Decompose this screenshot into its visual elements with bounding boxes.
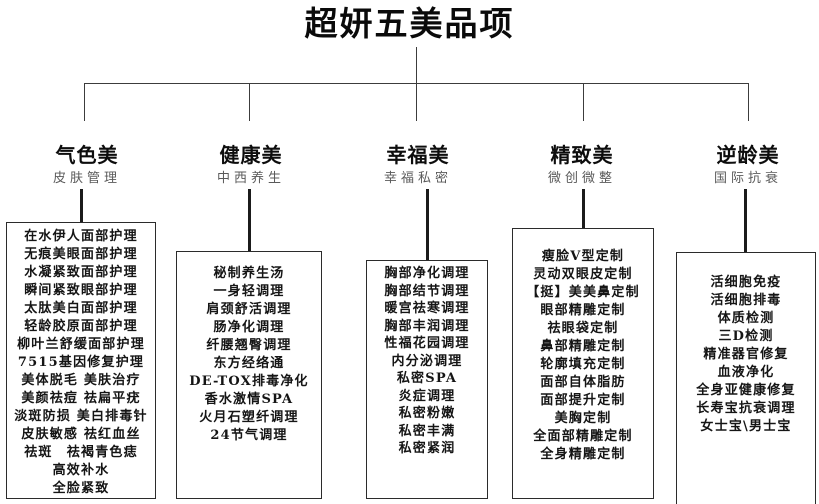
list-item: 体质检测 xyxy=(717,311,775,326)
list-item: 精准器官修复 xyxy=(703,347,789,362)
service-list-complexion: 在水伊人面部护理无痕美眼面部护理水凝紧致面部护理瞬间紧致眼部护理太肽美白面部护理… xyxy=(6,222,156,499)
branch-subtitle: 中西养生 xyxy=(216,171,285,186)
connector-line xyxy=(84,83,749,84)
branch-title: 逆龄美 xyxy=(716,143,780,167)
list-item: DE-TOX排毒净化 xyxy=(189,374,309,389)
connector-line xyxy=(416,47,417,83)
branch-subtitle: 微创微整 xyxy=(547,171,616,186)
branch-head-happiness: 幸福美 幸福私密 xyxy=(338,143,498,187)
branch-subtitle: 国际抗衰 xyxy=(713,171,782,186)
branch-head-health: 健康美 中西养生 xyxy=(171,143,331,187)
list-item: 24节气调理 xyxy=(210,428,288,443)
list-item: 活细胞排毒 xyxy=(710,293,782,308)
branch-head-complexion: 气色美 皮肤管理 xyxy=(7,143,167,187)
list-item: 7515基因修复护理 xyxy=(17,355,145,370)
branch-title: 气色美 xyxy=(55,143,119,167)
list-item: 胸部结节调理 xyxy=(384,283,470,299)
list-item: 肠净化调理 xyxy=(213,320,285,335)
list-item: 高效补水 xyxy=(52,463,110,478)
list-item: 美颜祛痘 祛扁平疣 xyxy=(21,391,141,406)
list-item: 美胸定制 xyxy=(554,411,612,426)
list-item: 长寿宝抗衰调理 xyxy=(696,401,796,416)
list-item: 内分泌调理 xyxy=(391,353,463,369)
list-item: 火月石塑纤调理 xyxy=(199,410,299,425)
list-item: 炎症调理 xyxy=(398,388,456,404)
list-item: 灵动双眼皮定制 xyxy=(533,267,633,282)
connector-line xyxy=(748,84,749,121)
connector-line xyxy=(426,189,429,260)
list-item: 纤腰翘臀调理 xyxy=(206,338,292,353)
list-item: 三D检测 xyxy=(718,329,774,344)
branch-title: 健康美 xyxy=(219,143,283,167)
branch-title: 精致美 xyxy=(550,143,614,167)
list-item: 淡斑防损 美白排毒针 xyxy=(14,409,148,424)
connector-line xyxy=(84,84,85,121)
connector-line xyxy=(582,189,585,228)
connector-line xyxy=(248,189,251,251)
list-item: 全面部精雕定制 xyxy=(533,429,633,444)
list-item: 轮廓填充定制 xyxy=(540,357,626,372)
list-item: 无痕美眼面部护理 xyxy=(24,247,138,262)
list-item: 皮肤敏感 祛红血丝 xyxy=(21,427,141,442)
service-list-anti-aging: 活细胞免疫活细胞排毒体质检测三D检测精准器官修复血液净化全身亚健康修复长寿宝抗衰… xyxy=(676,252,816,504)
list-item: 太肽美白面部护理 xyxy=(24,301,138,316)
list-item: 肩颈舒活调理 xyxy=(206,302,292,317)
list-item: 私密粉嫩 xyxy=(398,406,456,421)
list-item: 活细胞免疫 xyxy=(710,275,782,290)
branch-head-refinement: 精致美 微创微整 xyxy=(502,143,662,187)
list-item: 血液净化 xyxy=(717,365,775,380)
list-item: 暖宫祛寒调理 xyxy=(384,301,470,316)
connector-line xyxy=(80,189,83,222)
branch-title: 幸福美 xyxy=(386,143,450,167)
list-item: 鼻部精雕定制 xyxy=(540,339,626,354)
list-item: 瞬间紧致眼部护理 xyxy=(24,283,138,298)
list-item: 面部自体脂肪 xyxy=(540,375,626,390)
list-item: 秘制养生汤 xyxy=(213,266,285,281)
list-item: 面部提升定制 xyxy=(540,393,626,408)
service-list-health: 秘制养生汤一身轻调理肩颈舒活调理肠净化调理纤腰翘臀调理东方经络通 DE-TOX排毒… xyxy=(176,251,322,499)
list-item: 胸部丰润调理 xyxy=(384,318,470,334)
page-title: 超妍五美品项 xyxy=(304,4,515,43)
list-item: 全身精雕定制 xyxy=(540,447,626,462)
list-item: 在水伊人面部护理 xyxy=(24,229,138,244)
list-item: 瘦脸V型定制 xyxy=(541,249,625,264)
list-item: 眼部精雕定制 xyxy=(540,303,626,318)
connector-line xyxy=(583,84,584,121)
list-item: 东方经络通 xyxy=(213,356,285,371)
list-item: 水凝紧致面部护理 xyxy=(24,265,138,280)
list-item: 性福花园调理 xyxy=(384,336,470,351)
list-item: 香水激情SPA xyxy=(204,392,294,407)
list-item: 私密SPA xyxy=(396,371,458,386)
connector-line xyxy=(249,84,250,121)
list-item: 柳叶兰舒缓面部护理 xyxy=(17,337,145,352)
list-item: 祛斑 祛褐青色痣 xyxy=(24,445,138,460)
connector-line xyxy=(416,84,417,121)
list-item: 【挺】美美鼻定制 xyxy=(526,285,640,300)
branch-subtitle: 皮肤管理 xyxy=(52,171,121,186)
service-list-refinement: 瘦脸V型定制灵动双眼皮定制【挺】美美鼻定制眼部精雕定制祛眼袋定制鼻部精雕定制轮廓… xyxy=(512,228,654,499)
branch-head-anti-aging: 逆龄美 国际抗衰 xyxy=(668,143,819,187)
list-item: 一身轻调理 xyxy=(213,284,285,299)
list-item: 全脸紧致 xyxy=(52,481,110,496)
list-item: 轻龄胶原面部护理 xyxy=(24,319,138,334)
list-item: 私密丰满 xyxy=(398,423,456,439)
list-item: 全身亚健康修复 xyxy=(696,383,796,398)
list-item: 女士宝\男士宝 xyxy=(700,419,792,434)
service-list-happiness: 胸部净化调理胸部结节调理暖宫祛寒调理胸部丰润调理性福花园调理内分泌调理私密SPA… xyxy=(366,260,488,499)
branch-subtitle: 幸福私密 xyxy=(383,171,452,186)
list-item: 美体脱毛 美肤治疗 xyxy=(21,373,141,388)
connector-line xyxy=(744,189,747,252)
list-item: 祛眼袋定制 xyxy=(547,321,619,336)
list-item: 私密紧润 xyxy=(398,441,456,456)
list-item: 胸部净化调理 xyxy=(384,266,470,281)
